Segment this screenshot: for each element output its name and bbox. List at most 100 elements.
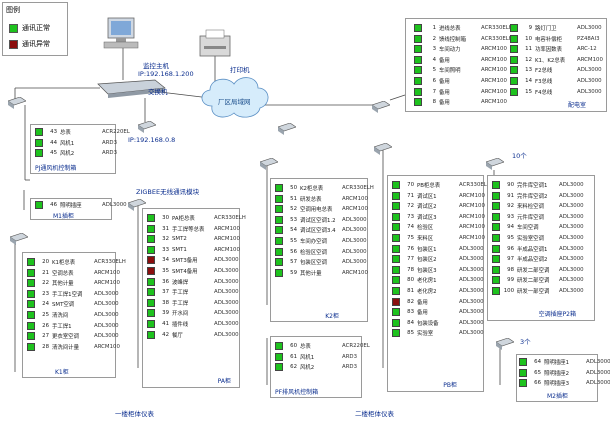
- status-led-icon: [147, 256, 155, 265]
- meter-model: ADL3000: [459, 288, 484, 294]
- pf-title: PF排风机控制箱: [275, 389, 319, 396]
- meter-name: SMT2: [172, 236, 187, 243]
- meter-model: ADL3000: [459, 309, 484, 316]
- meter-name: 照明插座1: [544, 360, 569, 366]
- meter-name: 车间照明: [439, 68, 461, 75]
- meter-number: 42: [162, 331, 169, 338]
- meter-model: ADL3000: [577, 25, 602, 31]
- meter-number: 81: [407, 288, 414, 294]
- meter-name: 备用: [439, 57, 450, 64]
- meter-name: 包装区2: [417, 257, 437, 264]
- status-led-icon: [492, 212, 500, 221]
- meter-number: 1: [432, 25, 436, 31]
- status-led-icon: [492, 202, 500, 211]
- meter-number: 22: [42, 280, 49, 287]
- cloud-shape: [201, 77, 269, 118]
- status-led-icon: [275, 342, 283, 350]
- meter-model: ARCM100: [459, 203, 485, 210]
- meter-number: 33: [162, 246, 169, 253]
- meter-model: ADL3000: [342, 248, 367, 255]
- legend-normal-label: 通讯正常: [22, 24, 50, 32]
- meter-number: 74: [407, 224, 414, 231]
- meter-model: ARD3: [102, 150, 118, 157]
- meter-number: 41: [162, 321, 169, 327]
- status-led-icon: [147, 309, 155, 318]
- meter-name: 来料区: [417, 236, 434, 242]
- meter-name: 实验室空调: [517, 236, 544, 242]
- printer-icon: [199, 29, 231, 57]
- status-led-icon: [492, 255, 500, 264]
- meter-name: 更衣室空调: [52, 334, 79, 341]
- meter-name: 风机1: [60, 140, 75, 147]
- meter-model: ADL3000: [459, 266, 484, 273]
- floor2-label: 二楼柜体仪表: [355, 410, 394, 418]
- meter-model: ADL3000: [459, 245, 484, 252]
- meter-number: 80: [407, 277, 414, 284]
- meter-name: 备用: [439, 79, 450, 85]
- meter-name: 研发二部空调: [517, 278, 550, 285]
- status-led-icon: [414, 45, 422, 54]
- meter-name: 手工焊1空调: [52, 291, 83, 298]
- meter-number: 83: [407, 309, 414, 316]
- meter-model: ARCM100: [214, 225, 240, 232]
- meter-model: ADL3000: [459, 298, 484, 305]
- status-led-icon: [510, 87, 518, 96]
- meter-name: 研发二部空调: [517, 267, 550, 274]
- meter-model: ADL3000: [559, 182, 584, 188]
- meter-name: 半成品空调2: [517, 257, 548, 264]
- m2-title: M2插柜: [547, 393, 568, 400]
- status-led-icon: [392, 297, 400, 306]
- status-led-icon: [35, 138, 43, 147]
- switch-label: 交换机: [148, 88, 168, 96]
- status-led-icon: [27, 279, 35, 288]
- meter-name: 波峰焊: [172, 279, 189, 286]
- status-led-icon: [275, 352, 283, 361]
- meter-number: 11: [525, 46, 532, 53]
- status-led-icon: [147, 235, 155, 244]
- meter-model: ARCM100: [577, 56, 603, 63]
- meter-name: PA柜总表: [172, 216, 195, 222]
- status-led-icon: [275, 268, 283, 277]
- status-led-icon: [492, 234, 500, 242]
- meter-model: ADL3000: [214, 331, 239, 338]
- status-led-icon: [27, 268, 35, 277]
- meter-name: 车间动力: [439, 47, 461, 54]
- meter-model: ADL3000: [94, 301, 119, 308]
- meter-name: 元件库空调: [517, 214, 544, 221]
- meter-name: 调试区2: [417, 204, 437, 211]
- meter-number: 37: [162, 289, 169, 296]
- meter-number: 27: [42, 333, 49, 340]
- meter-number: 8: [432, 99, 436, 106]
- meter-name: PB柜总表: [417, 183, 441, 189]
- meter-model: ADL3000: [94, 312, 119, 318]
- meter-model: ADL3000: [102, 202, 127, 208]
- meter-number: 98: [507, 266, 514, 273]
- status-led-icon: [414, 66, 422, 75]
- meter-name: F2总线: [535, 68, 553, 75]
- meter-name: 总表: [60, 130, 71, 136]
- meter-number: 84: [407, 319, 414, 326]
